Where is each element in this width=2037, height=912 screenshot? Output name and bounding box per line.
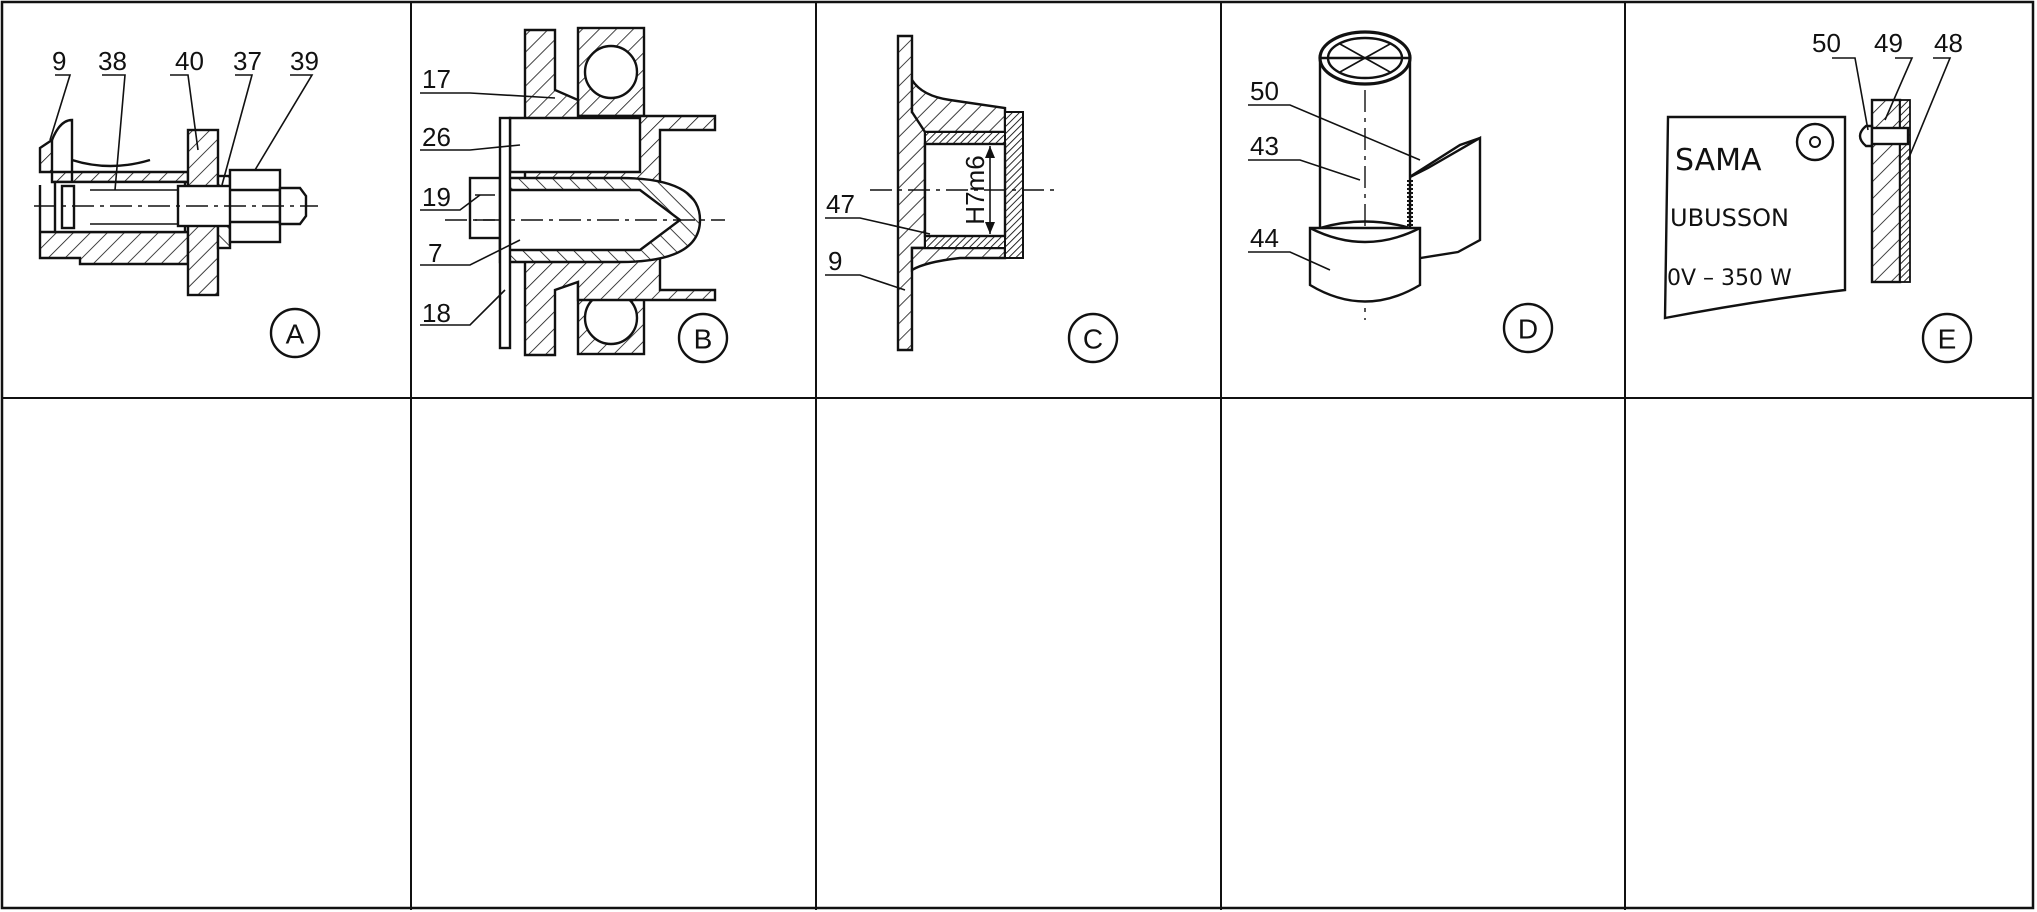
- plate-line-2: UBUSSON: [1670, 204, 1789, 232]
- label-47: 47: [826, 189, 855, 219]
- answer-cell-e[interactable]: [1627, 400, 2031, 908]
- answer-cell-b[interactable]: [413, 400, 814, 908]
- panel-b-pulley-hub: 17 26 19 7 18 B: [420, 26, 729, 364]
- panel-letter-d: D: [1518, 314, 1538, 345]
- label-18: 18: [422, 298, 451, 328]
- panel-letter-b: B: [694, 324, 713, 355]
- label-40: 40: [175, 46, 204, 76]
- panel-d-shaft-weld: 50 43 44 D: [1248, 30, 1554, 354]
- label-17: 17: [422, 64, 451, 94]
- label-48: 48: [1934, 28, 1963, 58]
- answer-cell-d[interactable]: [1223, 400, 1623, 908]
- panel-letter-c: C: [1083, 324, 1103, 355]
- label-44: 44: [1250, 223, 1279, 253]
- answer-cell-c[interactable]: [818, 400, 1219, 908]
- answer-cell-a[interactable]: [4, 400, 409, 908]
- plate-line-1: SAMA: [1675, 143, 1762, 178]
- label-49: 49: [1874, 28, 1903, 58]
- label-7: 7: [428, 238, 442, 268]
- answer-cells-row: [4, 400, 2031, 908]
- panel-letter-a: A: [286, 319, 305, 350]
- label-9-c: 9: [828, 246, 842, 276]
- panel-c-bushing-fit: H7m6 47 9 C: [825, 34, 1119, 364]
- label-50-d: 50: [1250, 76, 1279, 106]
- panel-a-bolt-assembly: 9 38 40 37 39 A: [34, 46, 321, 359]
- label-19: 19: [422, 182, 451, 212]
- label-39: 39: [290, 46, 319, 76]
- label-9: 9: [52, 46, 66, 76]
- panel-letter-e: E: [1938, 324, 1957, 355]
- label-37: 37: [233, 46, 262, 76]
- panel-e-nameplate: SAMA UBUSSON 0V – 350 W 50 49 48 E: [1663, 28, 1973, 364]
- fit-tolerance-label: H7m6: [960, 155, 990, 224]
- label-50-e: 50: [1812, 28, 1841, 58]
- label-43: 43: [1250, 131, 1279, 161]
- label-26: 26: [422, 122, 451, 152]
- plate-line-3: 0V – 350 W: [1667, 266, 1792, 291]
- label-38: 38: [98, 46, 127, 76]
